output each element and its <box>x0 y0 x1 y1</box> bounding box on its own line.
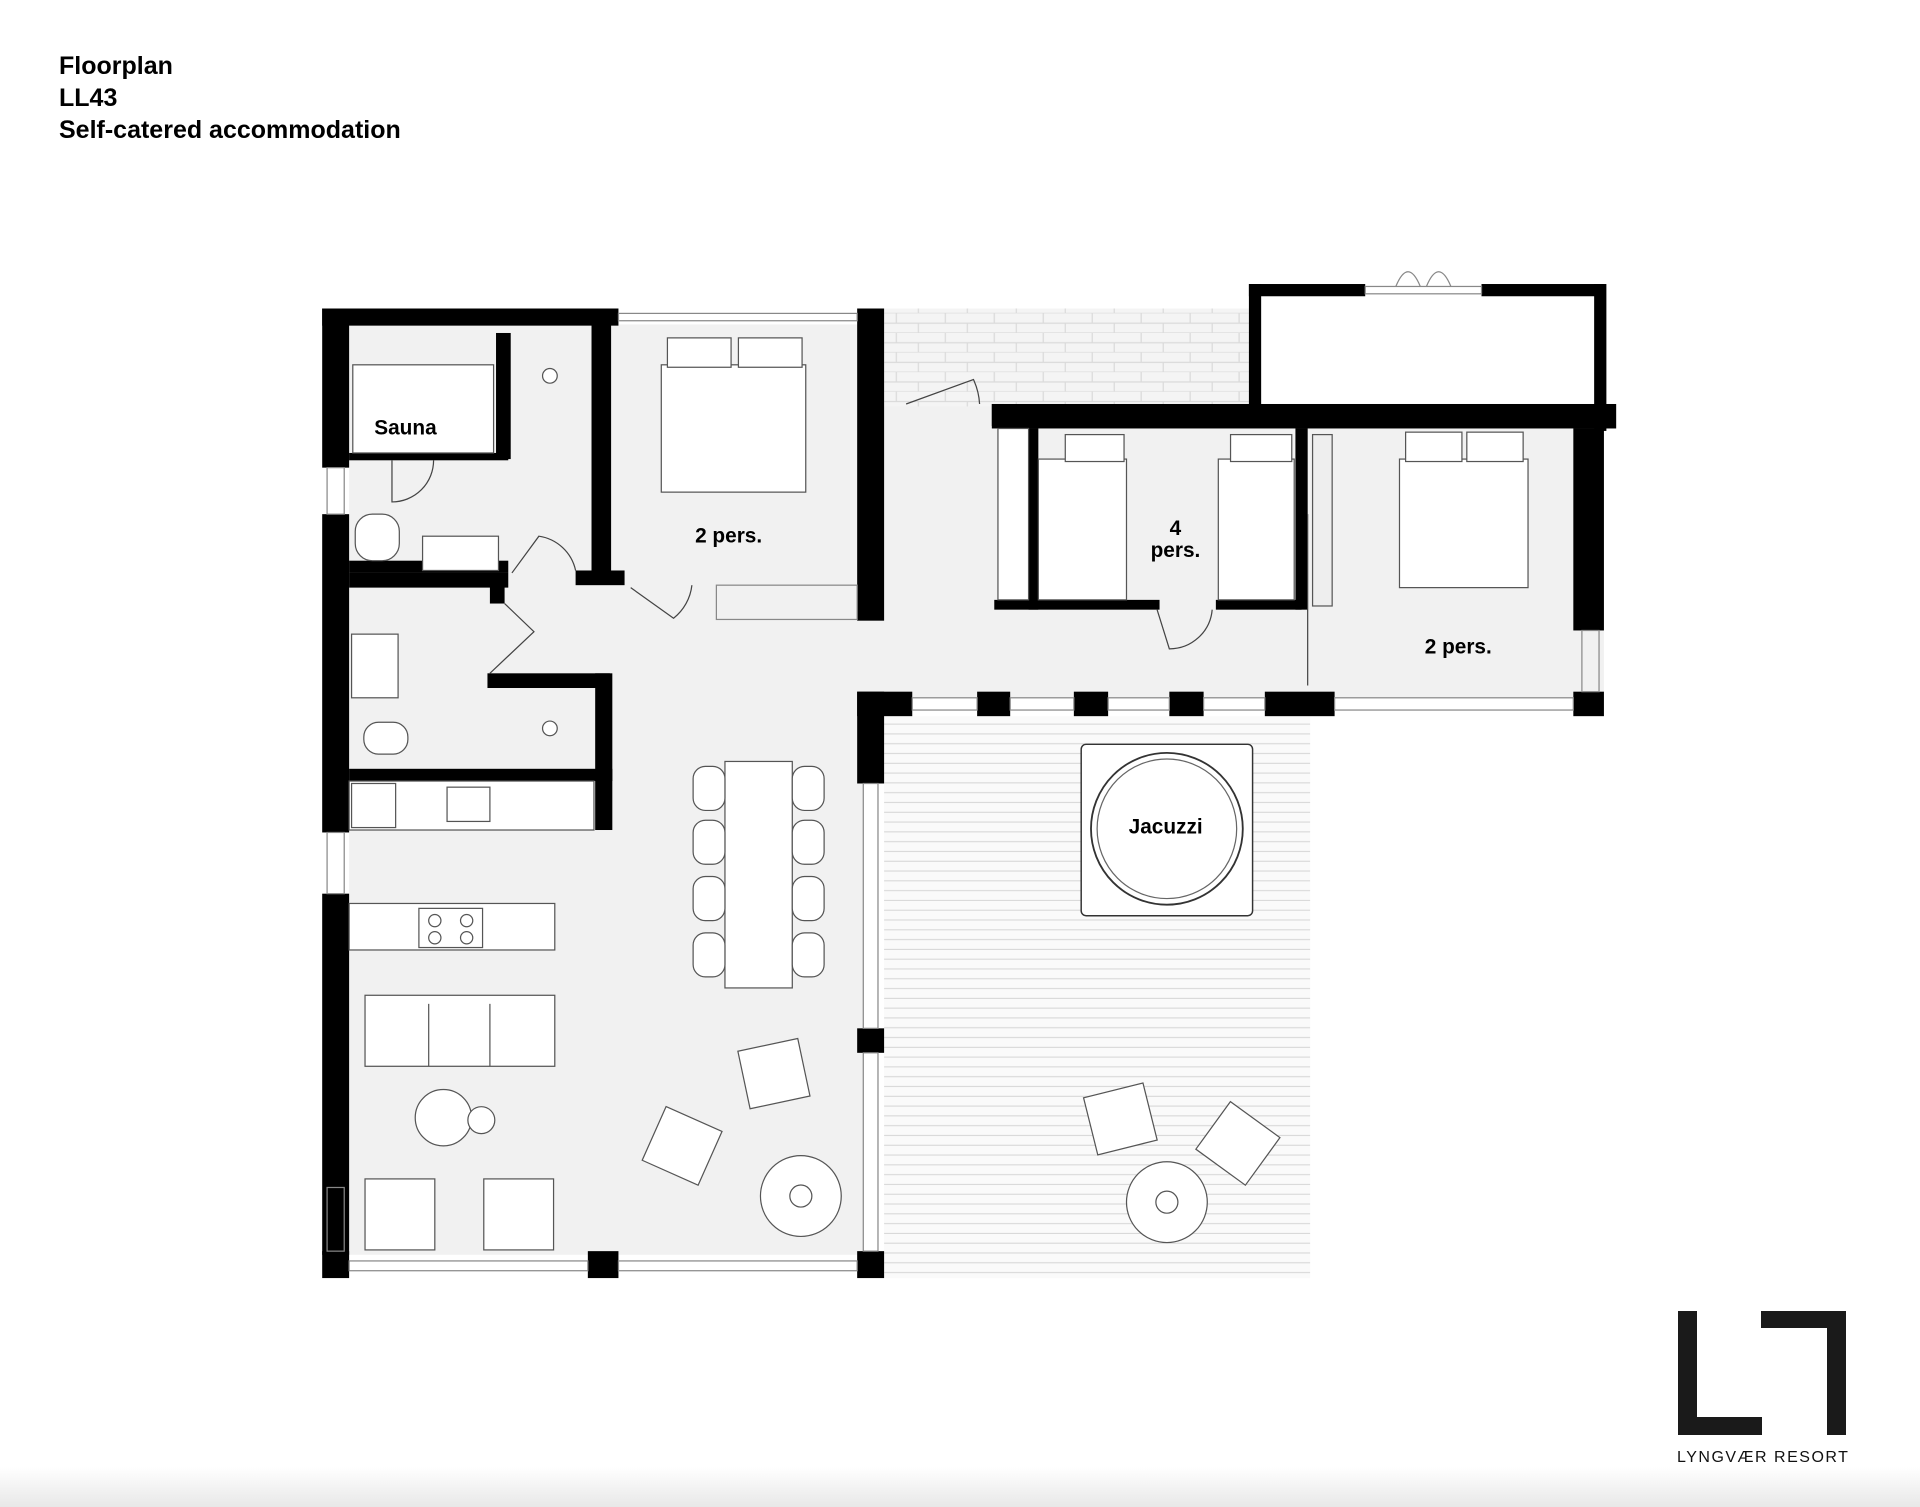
doors <box>391 378 1309 686</box>
armchair <box>364 1178 436 1251</box>
toilet <box>354 513 400 562</box>
header-subtitle: Self-catered accommodation <box>59 116 401 144</box>
single-bed <box>1217 458 1295 601</box>
label-bedroom-1: 2 pers. <box>695 524 762 547</box>
armchair <box>737 1037 811 1110</box>
header-title: Floorplan <box>59 52 173 80</box>
outdoor-chair <box>1082 1082 1158 1156</box>
double-bed <box>660 364 807 493</box>
label-jacuzzi: Jacuzzi <box>1129 816 1203 839</box>
label-bedroom-2-count: 4 <box>1170 517 1182 540</box>
label-bedroom-2-pers: pers. <box>1151 539 1201 562</box>
page-header: Floorplan LL43 Self-catered accommodatio… <box>59 50 401 146</box>
single-bed <box>1037 458 1128 601</box>
jacuzzi <box>1080 743 1254 917</box>
sink <box>350 633 399 699</box>
label-sauna: Sauna <box>374 417 437 440</box>
dining-table <box>724 760 793 989</box>
label-bedroom-3: 2 pers. <box>1425 636 1492 659</box>
storage-room <box>1261 296 1595 407</box>
armchair <box>641 1105 723 1186</box>
unit-code: LL43 <box>59 84 118 112</box>
double-bed <box>1398 458 1529 589</box>
furniture <box>348 337 1529 1251</box>
sofa <box>364 994 556 1067</box>
sink <box>421 535 500 572</box>
logo-text: LYNGVÆR RESORT <box>1677 1449 1850 1466</box>
outdoor-chair <box>1195 1100 1281 1187</box>
walls <box>322 284 1617 1279</box>
windows <box>326 271 1600 1272</box>
side-table <box>414 1088 473 1147</box>
toilet <box>363 721 409 755</box>
lyngvaer-logo-icon <box>1678 1311 1846 1435</box>
bottom-gradient <box>0 1467 1920 1507</box>
armchair <box>483 1178 555 1251</box>
